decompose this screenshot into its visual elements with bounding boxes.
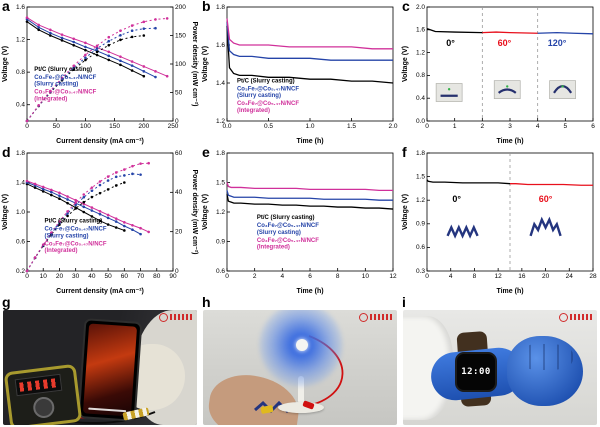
chart-c-canvas (400, 0, 600, 146)
fan-base (278, 402, 324, 413)
panel-letter-b: b (202, 0, 211, 14)
sjtu-logo-stamp (559, 312, 593, 322)
multimeter-display (14, 373, 63, 397)
panel-e: e (200, 144, 400, 296)
panel-letter-d: d (2, 144, 11, 160)
chart-row-1: a b c (0, 0, 600, 146)
chart-b-canvas (200, 0, 400, 146)
fan-stand (298, 376, 304, 404)
multimeter (3, 363, 83, 425)
panel-a: a (0, 0, 200, 146)
panel-letter-h: h (202, 294, 211, 310)
photo-phone-charging (3, 310, 197, 425)
chart-d-canvas (0, 146, 200, 296)
panel-letter-i: i (402, 294, 406, 310)
chart-a-canvas (0, 0, 200, 146)
smartwatch-face: 12:00 (455, 352, 497, 392)
panel-i: i 12:00 (400, 294, 600, 427)
panel-f: f (400, 144, 600, 296)
panel-h: h (200, 294, 400, 427)
phone-screen-video (82, 323, 138, 417)
panel-b: b (200, 0, 400, 146)
photo-smartwatch-powered: 12:00 (403, 310, 597, 425)
panel-g: g (0, 294, 200, 427)
sjtu-logo-stamp (159, 312, 193, 322)
panel-c: c (400, 0, 600, 146)
panel-letter-g: g (2, 294, 11, 310)
chart-f-canvas (400, 146, 600, 296)
fan-hub (296, 339, 308, 351)
blue-glove-fist (507, 336, 583, 406)
chart-e-canvas (200, 146, 400, 296)
photo-fan-powered (203, 310, 397, 425)
multimeter-dial (32, 395, 56, 420)
panel-letter-a: a (2, 0, 10, 14)
panel-letter-c: c (402, 0, 410, 14)
watch-time: 12:00 (461, 367, 491, 377)
panel-letter-e: e (202, 144, 210, 160)
smartphone (77, 318, 143, 422)
panel-letter-f: f (402, 144, 407, 160)
sjtu-logo-stamp (359, 312, 393, 322)
panel-d: d (0, 144, 200, 296)
chart-row-2: d e f (0, 144, 600, 296)
photo-row: g h (0, 294, 600, 427)
